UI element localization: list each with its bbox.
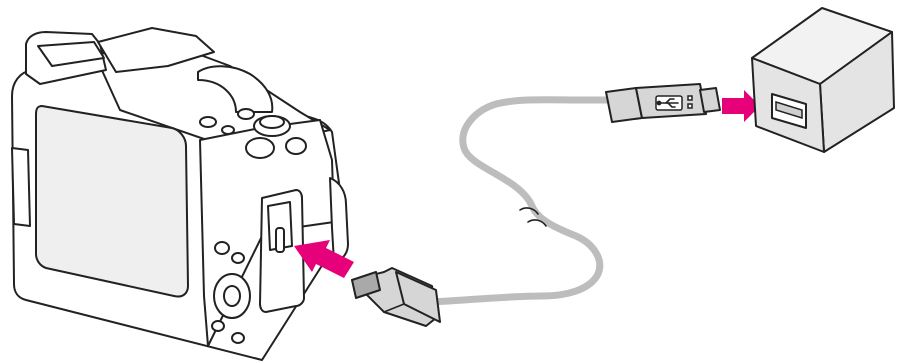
rear-button-2 (286, 138, 306, 154)
rear-button-4 (232, 253, 244, 263)
ac-adapter-icon (752, 8, 894, 152)
screen-side-tab (12, 148, 30, 226)
rear-button-6 (232, 333, 244, 343)
rear-button-1 (246, 138, 274, 158)
camera-icon (12, 28, 348, 360)
usb-c-plug (352, 268, 440, 326)
rear-button-5 (212, 321, 224, 331)
usb-a-plug (606, 84, 720, 122)
camera-grip (330, 178, 348, 262)
mode-dial-top (260, 116, 284, 128)
top-button-1 (200, 117, 216, 127)
usb-cable-icon (352, 84, 720, 326)
usb-c-port (276, 228, 284, 252)
top-button-2 (222, 126, 234, 134)
control-wheel-center (224, 286, 240, 306)
cable-wire (432, 100, 632, 302)
rear-button-3 (215, 242, 229, 254)
top-button-3 (238, 109, 254, 119)
camera-back-screen (36, 106, 188, 297)
